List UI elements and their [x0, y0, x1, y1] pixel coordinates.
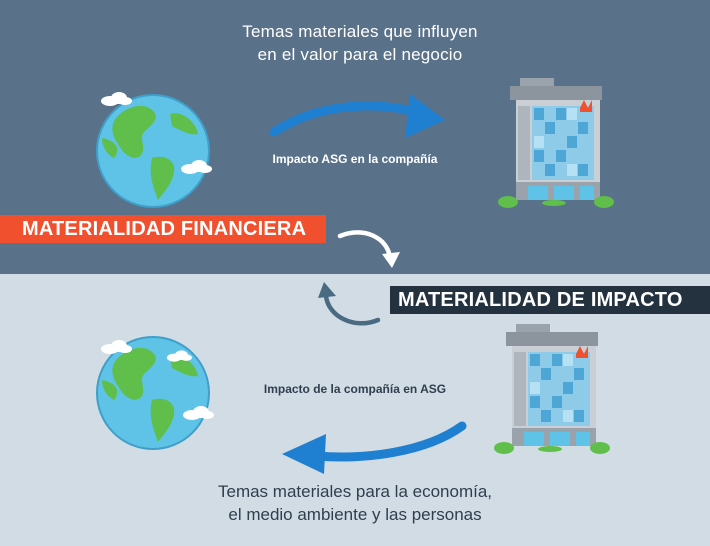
building-icon [498, 78, 614, 208]
globe-icon [96, 94, 210, 208]
blue-arrow-left-icon [282, 421, 467, 474]
cloud-icon [181, 160, 212, 174]
top-arrow-label: Impacto ASG en la compañía [272, 152, 438, 166]
building-icon [494, 324, 610, 454]
cloud-icon [183, 406, 214, 420]
cloud-icon [166, 350, 192, 362]
cloud-icon [101, 340, 132, 354]
blue-arrow-right-icon [269, 94, 445, 138]
top-title-line-2: en el valor para el negocio [257, 45, 463, 64]
top-title: Temas materiales que influyen en el valo… [180, 20, 540, 66]
cloud-icon [101, 92, 132, 106]
bottom-arrow-label: Impacto de la compañía en ASG [263, 382, 447, 396]
financial-materiality-badge: MATERIALIDAD FINANCIERA [0, 215, 326, 243]
bottom-title-line-1: Temas materiales para la economía, [217, 482, 493, 501]
cycle-arrows-icon [318, 230, 400, 326]
bottom-title-line-2: el medio ambiente y las personas [228, 505, 482, 524]
top-title-line-1: Temas materiales que influyen [242, 22, 478, 41]
bottom-title: Temas materiales para la economía, el me… [160, 480, 550, 526]
impact-materiality-badge: MATERIALIDAD DE IMPACTO [390, 286, 710, 314]
